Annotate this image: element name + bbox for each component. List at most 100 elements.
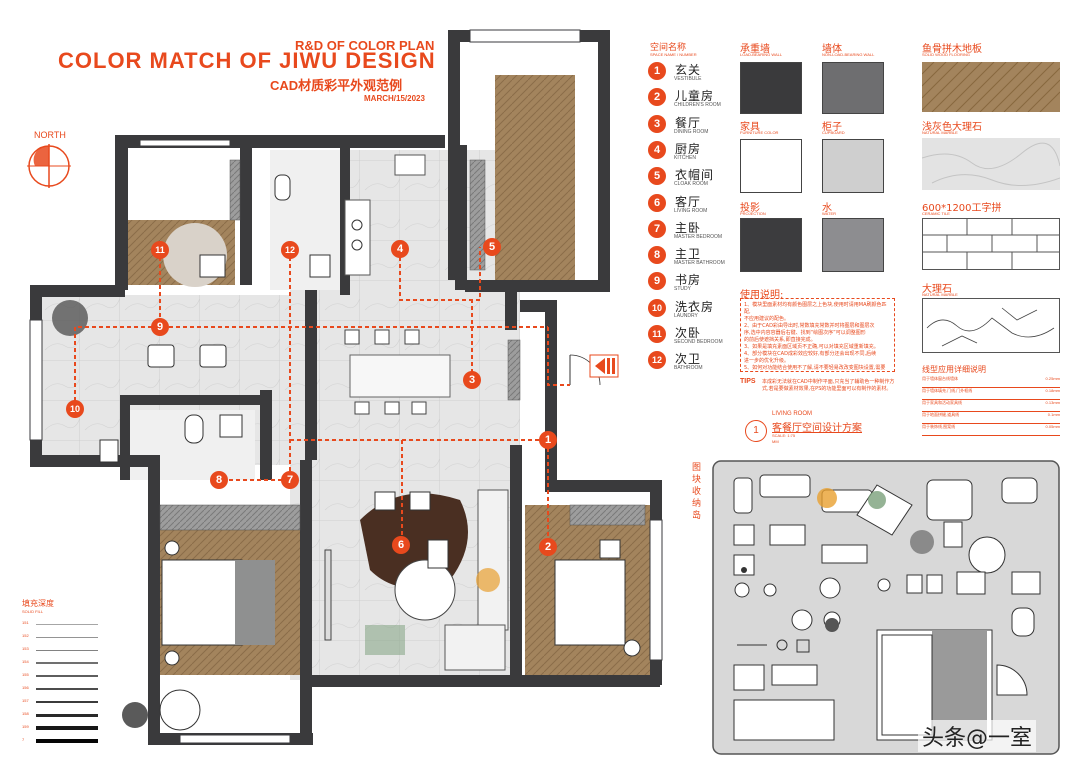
legend-cn: 书房 [675,273,702,288]
living-room-scale: SCALE: 1:75 [772,433,796,438]
legend-cn: 主卫 [675,247,702,262]
fill-depth-line [36,713,98,717]
room-marker-10[interactable]: 10 [66,400,84,418]
fill-depth-label: 158 [22,711,29,716]
room-marker-12[interactable]: 12 [281,241,299,259]
legend-cn: 次卫 [675,352,702,367]
date-label: MARCH/15/2023 [364,94,425,103]
spec-row: 用于墙体填充,门线,门外框线 0.18mm [922,387,1060,400]
swatch-non-load-wall [822,62,884,114]
swatch-cupboard [822,139,884,193]
swatch-marble-light-sub: NATURAL MARBLE [922,130,958,135]
swatch-ceramic-sub: CERAMIC TILE [922,211,950,216]
spec-desc: 用于墙体填充,门线,门外框线 [922,388,973,393]
legend-en: SECOND BEDROOM [674,339,723,345]
swatch-ceramic-title: 600*1200工字拼 [922,203,1002,214]
fill-depth-sub: SOLID FILL [22,609,44,614]
spec-value: 0.1mm [1047,412,1060,417]
swatch-non-load-wall-title: 墙体 [822,44,842,55]
fill-depth-line [36,687,98,691]
fill-depth-row: 156 [22,685,98,695]
swatch-ceramic-tile [922,218,1060,270]
legend-number: 12 [648,351,666,370]
legend-number: 11 [648,325,666,343]
living-room-unit: MM [772,439,779,444]
usage-line: 3、如果是填充素面区域页不正确,可以对填充区域重新填充。 [744,344,879,350]
spec-desc: 用于墙体窗台线墙体 [922,376,958,381]
swatch-water-sub: WATER [822,211,836,216]
usage-title: 使用说明: [740,290,784,301]
swatch-marble-light-title: 浅灰色大理石 [922,122,982,133]
fill-depth-line [36,726,98,730]
legend-en: STUDY [674,286,691,293]
tips-text: 本成彩无法就在CAD中制作平面,只充当了辅助色一种制作方式,若是要做素材效果,在… [762,379,895,392]
spec-value: 0.18mm [1045,388,1060,393]
fill-depth-label: 153 [22,646,29,651]
legend-cn: 洗衣房 [675,299,715,314]
room-marker-8[interactable]: 8 [210,471,228,489]
spec-title: 线型应用详细说明 [922,365,986,374]
legend-number: 10 [648,298,666,317]
swatch-furniture [740,139,802,193]
swatch-cupboard-sub: CUPBOARD [822,130,845,135]
room-marker-5[interactable]: 5 [483,238,501,256]
legend-title: 空间名称 [650,43,687,53]
usage-box: 1、模块里面素材均有颜色图层之上色块,使用时请用MA刷颜色匹配, 不应用建议的配… [740,298,895,372]
room-marker-11[interactable]: 11 [151,241,169,259]
legend-cn: 餐厅 [675,115,702,130]
room-marker-3[interactable]: 3 [463,371,481,389]
swatch-projection-sub: PROJECTION [740,211,766,216]
usage-line: 进一步的优化升级。 [744,358,790,364]
subtitle-cn: CAD材质彩平外观范例 [270,78,403,93]
room-marker-9[interactable]: 9 [151,318,169,336]
room-marker-2[interactable]: 2 [539,538,557,556]
fill-depth-line [36,623,98,625]
legend-number: 3 [648,114,666,133]
swatch-wood-sub: SOLID WOOD FLOORING [922,52,971,57]
legend-en: CLOAK ROOM [674,181,708,188]
fill-depth-label: 154 [22,659,29,664]
living-room-label-en: LIVING ROOM [772,411,813,417]
header-line1: R&D OF COLOR PLAN [295,38,435,53]
fill-depth-line [36,700,98,704]
spec-value: 0.25mm [1045,376,1060,381]
fill-depth-title: 填充深度 [22,599,54,608]
legend-number: 6 [648,193,666,212]
block-library-panel [712,460,1060,755]
room-marker-7[interactable]: 7 [281,471,299,489]
fill-depth-row: 159 [22,724,98,734]
swatch-non-load-wall-sub: NON-LOAD-BEARING WALL [822,52,875,57]
fill-depth-line [36,649,98,651]
usage-line: 1、模块里面素材均有颜色图层之上色块,使用时请用MA刷颜色匹配, [744,302,887,315]
swatch-furniture-title: 家具 [740,122,760,133]
room-marker-1[interactable]: 1 [539,431,557,449]
usage-line: 的前后使遮挡关系,即直接完成。 [744,337,816,343]
legend-number: 5 [648,167,666,186]
swatch-load-wall-title: 承重墙 [740,44,770,55]
legend-number: 8 [648,246,666,265]
spec-value: 0.13mm [1045,400,1060,405]
legend-cn: 次卧 [675,326,702,340]
legend-en: DINING ROOM [674,128,709,135]
room-marker-6[interactable]: 6 [392,536,410,554]
fill-depth-row: 153 [22,646,98,656]
fill-depth-row: 154 [22,659,98,669]
legend-number: 7 [648,219,666,238]
fill-depth-row: 152 [22,633,98,643]
swatch-wood-title: 鱼骨拼木地板 [922,44,982,55]
room-marker-4[interactable]: 4 [391,240,409,258]
legend-number: 1 [648,62,666,80]
living-room-label-num: 1 [745,420,767,442]
legend-en: MASTER BATHROOM [674,260,725,267]
swatch-water [822,218,884,272]
fill-depth-line [36,662,98,664]
legend-cn: 厨房 [675,141,702,156]
